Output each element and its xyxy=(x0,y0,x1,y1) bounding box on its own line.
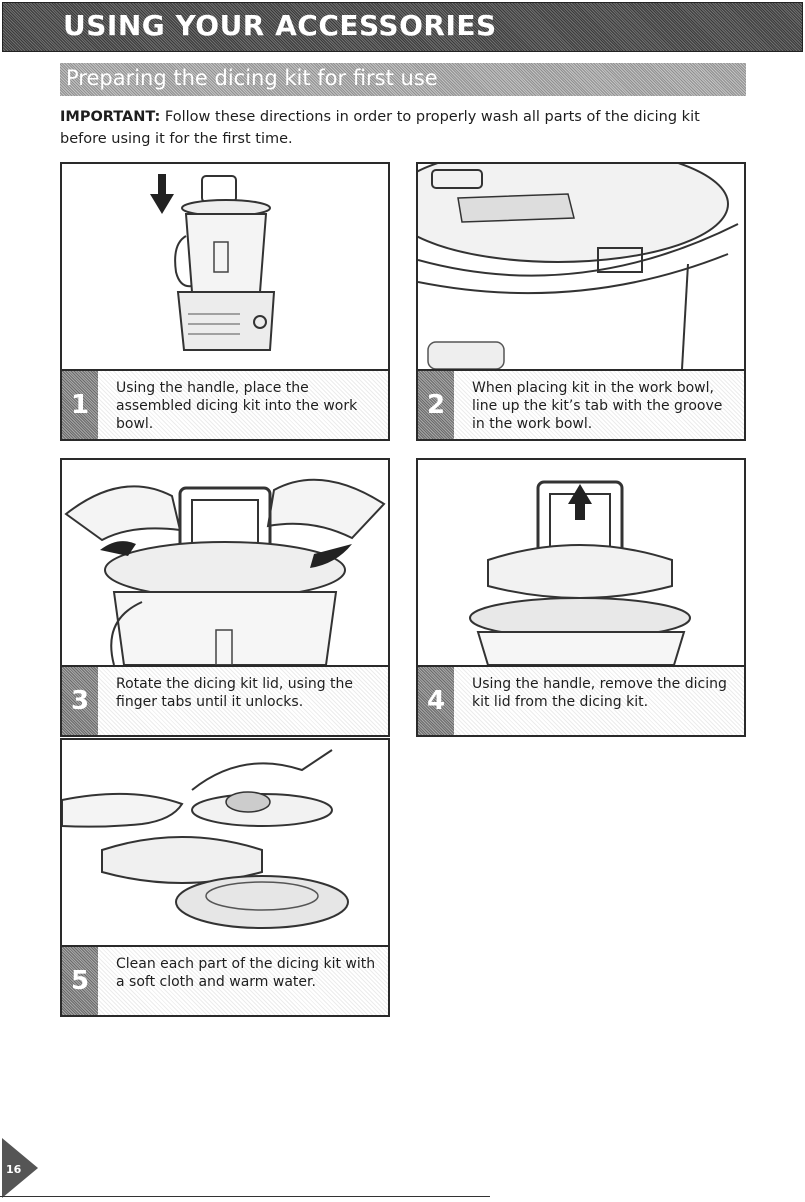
step-3-number-box: 3 xyxy=(62,667,98,735)
step-1-number-box: 1 xyxy=(62,371,98,439)
step-2-text: When placing kit in the work bowl, line … xyxy=(472,380,723,432)
rotate-lid-illustration xyxy=(64,478,386,665)
header-bar: USING YOUR ACCESSORIES xyxy=(2,2,803,52)
clean-parts-illustration xyxy=(62,749,349,929)
align-tab-illustration xyxy=(418,164,739,369)
step-5-number: 5 xyxy=(70,966,90,996)
step-5-number-box: 5 xyxy=(62,947,98,1015)
step-1-caption: 1 Using the handle, place the assembled … xyxy=(62,369,388,439)
section-bar: Preparing the dicing kit for first use xyxy=(60,63,746,96)
step-1-text: Using the handle, place the assembled di… xyxy=(116,380,358,432)
page-title: USING YOUR ACCESSORIES xyxy=(63,9,497,42)
step-2-number: 2 xyxy=(426,390,446,420)
step-3-number: 3 xyxy=(70,686,90,716)
intro-text: Follow these directions in order to prop… xyxy=(60,109,700,147)
intro-paragraph: IMPORTANT: Follow these directions in or… xyxy=(60,106,750,150)
step-1-panel: 1 Using the handle, place the assembled … xyxy=(60,162,390,441)
remove-lid-illustration xyxy=(469,480,691,665)
step-4-number-box: 4 xyxy=(418,667,454,735)
step-5-caption: 5 Clean each part of the dicing kit with… xyxy=(62,945,388,1015)
step-2-panel: 2 When placing kit in the work bowl, lin… xyxy=(416,162,746,441)
footer-rule xyxy=(0,1196,490,1197)
page-number: 16 xyxy=(6,1163,22,1176)
step-5-panel: 5 Clean each part of the dicing kit with… xyxy=(60,738,390,1017)
step-4-caption: 4 Using the handle, remove the dicing ki… xyxy=(418,665,744,735)
step-2-caption: 2 When placing kit in the work bowl, lin… xyxy=(418,369,744,439)
step-3-caption: 3 Rotate the dicing kit lid, using the f… xyxy=(62,665,388,735)
step-1-number: 1 xyxy=(70,390,90,420)
important-label: IMPORTANT: xyxy=(60,109,161,125)
place-dicing-kit-illustration xyxy=(150,174,276,351)
page-tab-arrow-icon: 16 xyxy=(2,1138,38,1198)
step-4-number: 4 xyxy=(426,686,446,716)
step-3-text: Rotate the dicing kit lid, using the fin… xyxy=(116,676,354,710)
section-title: Preparing the dicing kit for first use xyxy=(66,66,438,90)
step-3-panel: 3 Rotate the dicing kit lid, using the f… xyxy=(60,458,390,737)
step-2-number-box: 2 xyxy=(418,371,454,439)
step-4-panel: 4 Using the handle, remove the dicing ki… xyxy=(416,458,746,737)
page-number-tab: 16 xyxy=(0,1138,40,1202)
step-5-text: Clean each part of the dicing kit with a… xyxy=(116,956,376,990)
step-4-text: Using the handle, remove the dicing kit … xyxy=(472,676,727,710)
